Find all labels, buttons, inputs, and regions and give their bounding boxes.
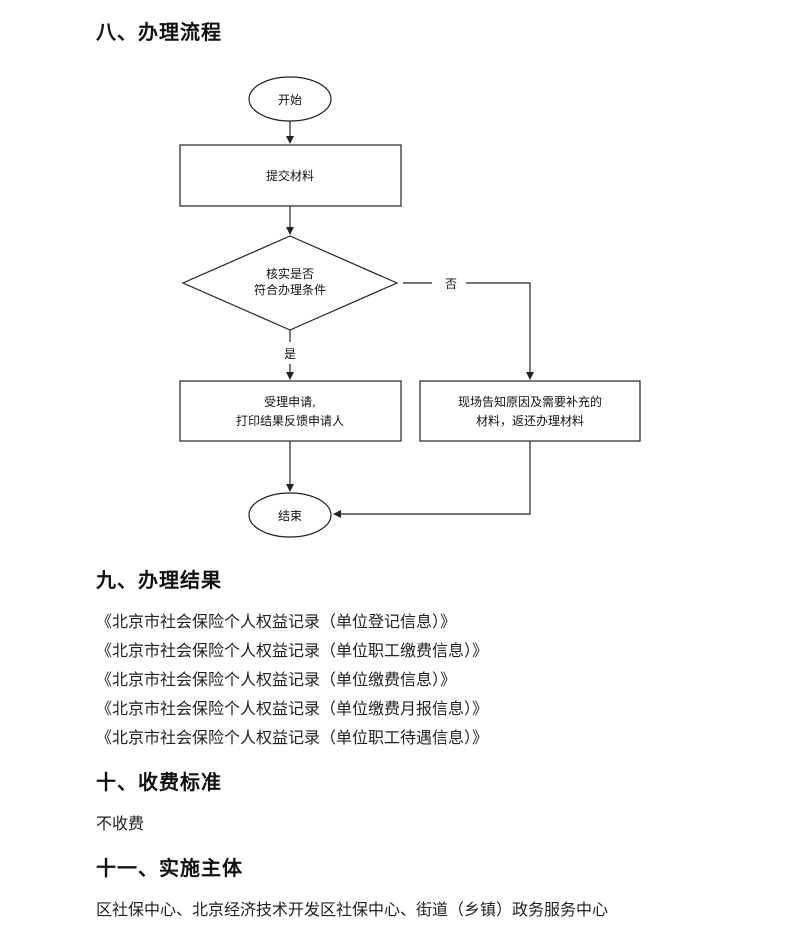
check-label-line1: 核实是否: [266, 266, 314, 281]
reject-label-line2: 材料，返还办理材料: [476, 413, 584, 428]
accept-label-line2: 打印结果反馈申请人: [236, 414, 344, 428]
check-label-line2: 符合办理条件: [254, 282, 326, 297]
arrow-reject-to-end: [333, 441, 531, 518]
section-heading-result: 九、办理结果: [96, 568, 222, 592]
section-heading-fee: 十、收费标准: [96, 770, 222, 794]
end-node: [248, 492, 332, 538]
process-flowchart: 开始 提交材料 核实是否 符合办理条件 否 是 受理申请, 打印结果反馈申请人 …: [179, 76, 641, 538]
reject-node: [419, 380, 641, 442]
result-item: 《北京市社会保险个人权益记录（单位缴费信息）》: [96, 670, 457, 689]
result-item: 《北京市社会保险个人权益记录（单位缴费月报信息）》: [96, 699, 489, 718]
start-label: 开始: [278, 93, 302, 107]
submit-label: 提交材料: [266, 168, 314, 183]
reject-label-line1: 现场告知原因及需要补充的: [458, 394, 602, 409]
yes-branch-label: 是: [284, 347, 296, 361]
section-heading-subject: 十一、实施主体: [96, 856, 243, 880]
result-item: 《北京市社会保险个人权益记录（单位职工待遇信息）》: [96, 728, 489, 747]
fee-text: 不收费: [96, 814, 145, 833]
accept-node: [179, 380, 402, 442]
accept-label-line1: 受理申请,: [264, 395, 316, 409]
no-branch-label: 否: [445, 277, 457, 291]
result-item: 《北京市社会保险个人权益记录（单位职工缴费信息）》: [96, 641, 489, 660]
arrow-no-to-reject: [466, 282, 534, 380]
section-heading-process: 八、办理流程: [96, 20, 222, 44]
end-label: 结束: [278, 509, 302, 523]
result-item: 《北京市社会保险个人权益记录（单位登记信息）》: [96, 612, 457, 631]
subject-text: 区社保中心、北京经济技术开发区社保中心、街道（乡镇）政务服务中心: [96, 900, 609, 919]
